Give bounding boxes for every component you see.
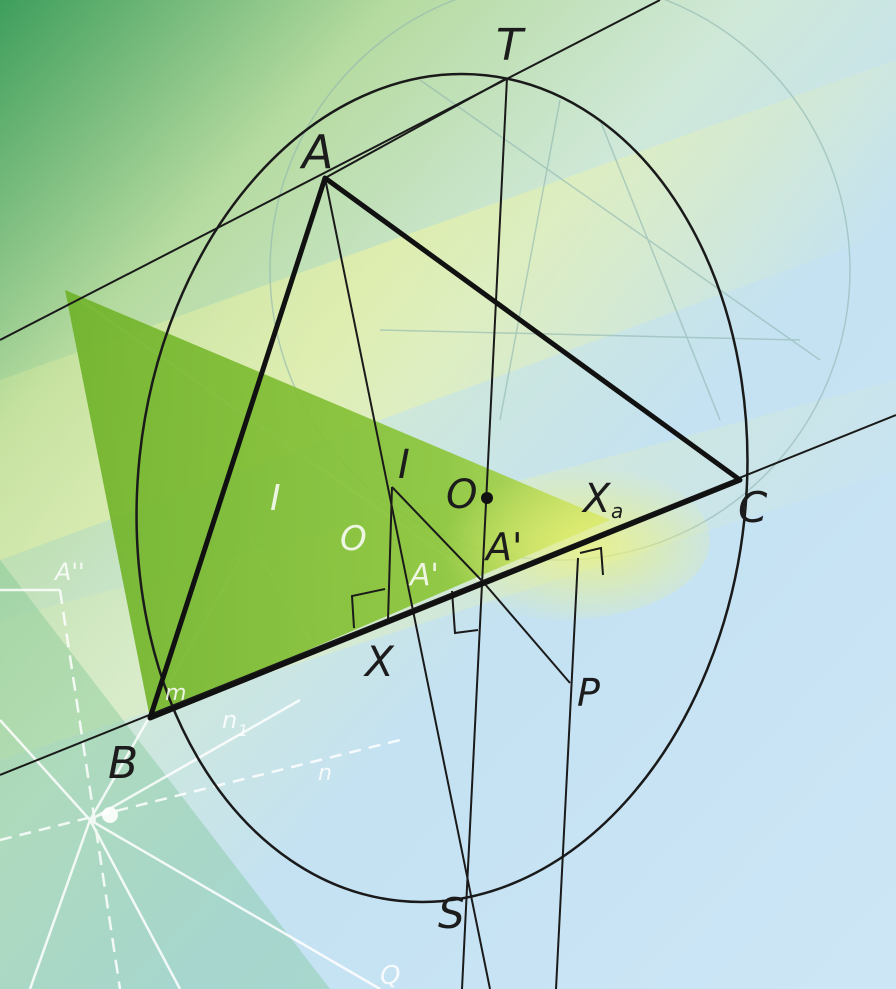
segment-IX: [387, 486, 393, 621]
label-X: X: [363, 637, 395, 686]
green-triangle-region: [65, 290, 610, 718]
label-Xa: X: [581, 476, 612, 522]
bg-label-Q: Q: [380, 961, 400, 989]
circumcircle: [135, 72, 749, 904]
label-O: O: [446, 472, 477, 518]
right-angle-Aprime: [451, 590, 479, 635]
line-AS: [324, 177, 491, 989]
background-labels: I O A' A'' m n n 1 Q: [53, 478, 439, 989]
line-TS: [461, 77, 508, 989]
bg-label-A-top: A'': [53, 558, 85, 586]
bg-label-m: m: [165, 681, 186, 706]
point-O: [481, 492, 493, 504]
white-sketch-dot: [102, 807, 118, 823]
label-I: I: [398, 442, 410, 488]
label-B: B: [108, 738, 138, 789]
right-angle-X: [350, 588, 386, 629]
line-Xa-P: [555, 557, 579, 989]
point-labels: T A I O X a C A' X P B S: [108, 20, 768, 938]
segment-Aprime-P: [483, 582, 571, 684]
segment-A-T: [324, 77, 508, 179]
tangent-line-at-A: [0, 0, 661, 341]
right-angle-markers: [350, 546, 604, 635]
bg-label-Aprime: A': [408, 558, 439, 593]
label-Xa-sub: a: [611, 499, 623, 523]
bg-label-O: O: [340, 519, 367, 559]
bg-label-n1: n: [222, 706, 237, 734]
label-S: S: [438, 889, 465, 938]
segment-I-Aprime: [391, 486, 485, 584]
lower-left-green-wash: [0, 560, 330, 989]
label-P: P: [577, 671, 600, 715]
right-angle-Xa: [579, 546, 604, 576]
label-C: C: [738, 483, 768, 532]
triangle-ABC: [147, 175, 743, 721]
label-Aprime: A': [483, 525, 522, 569]
label-T: T: [496, 20, 526, 71]
bg-label-I: I: [270, 478, 281, 519]
label-A: A: [299, 125, 333, 179]
bg-label-n1-sub: 1: [238, 721, 248, 740]
bg-label-n: n: [318, 761, 332, 786]
